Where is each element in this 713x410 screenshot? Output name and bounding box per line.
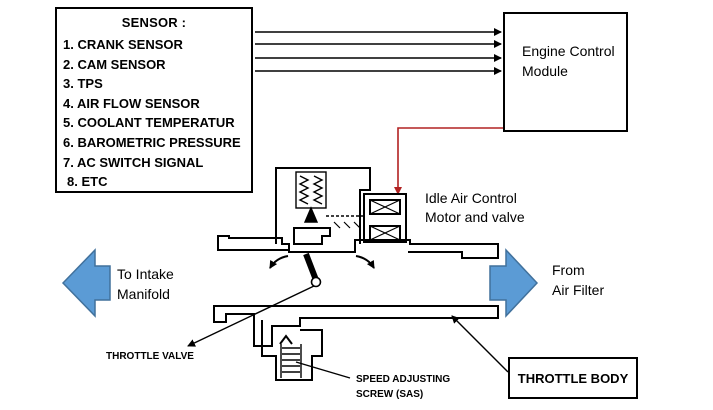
from-air-filter-arrow — [489, 248, 539, 318]
iac-springs — [295, 171, 364, 229]
sas-leader — [295, 361, 351, 379]
leader-lines — [187, 285, 509, 379]
intake-label-line-1: To Intake — [117, 266, 174, 282]
throttle-body-lower — [213, 305, 499, 381]
sensor-item-etc: 8. ETC — [67, 174, 108, 190]
throttle-body-housing — [217, 167, 499, 259]
iac-coil-cross — [369, 199, 401, 241]
air-filter-label-line-2: Air Filter — [552, 282, 605, 298]
sensor-item-barometric: 6. BAROMETRIC PRESSURE — [63, 134, 241, 150]
spring-chamber — [295, 171, 327, 209]
sas-tip — [279, 334, 293, 345]
throttle-valve-leader — [187, 285, 315, 347]
body-lower-edge — [288, 250, 356, 253]
sensor-panel: SENSOR : 1. CRANK SENSOR 2. CAM SENSOR 3… — [55, 7, 253, 193]
sensor-item-crank: 1. CRANK SENSOR — [63, 37, 183, 52]
sensor-signal-lines — [255, 28, 502, 75]
throttle-valve-label: THROTTLE VALVE — [106, 351, 194, 362]
throttle-body-leader — [451, 315, 509, 373]
throttle-pivot — [310, 276, 322, 288]
left-flange — [217, 235, 290, 251]
bypass-flow-arrows — [269, 255, 375, 269]
air-filter-label-line-1: From — [552, 262, 585, 278]
sensor-item-ac-switch: 7. AC SWITCH SIGNAL — [63, 154, 204, 170]
iac-coil-top — [369, 199, 401, 215]
throttle-valve-shaft — [303, 252, 322, 288]
valve-seat — [293, 227, 331, 245]
sensor-list: 1. CRANK SENSOR 2. CAM SENSOR 3. TPS 4. … — [63, 35, 241, 192]
sas-threads — [282, 347, 300, 373]
shaft-hatch — [333, 221, 361, 229]
sensor-item-tps: 3. TPS — [63, 76, 103, 92]
to-manifold-arrow — [61, 248, 111, 318]
throttle-body-box: THROTTLE BODY — [508, 357, 638, 399]
iac-motor-box — [363, 193, 407, 243]
sas-label-line-1: SPEED ADJUSTING — [356, 374, 451, 385]
sas-label-line-2: SCREW (SAS) — [356, 389, 424, 400]
sas-housing — [261, 320, 323, 381]
bypass-arrow-left — [269, 255, 289, 269]
ecm-box: Engine Control Module — [503, 12, 628, 132]
lower-channel — [213, 305, 499, 347]
spring-right — [312, 175, 324, 205]
intake-label-line-2: Manifold — [117, 286, 170, 302]
ecm-label: Engine Control Module — [522, 43, 615, 79]
pintle-tip — [303, 206, 319, 223]
spring-left — [298, 175, 310, 205]
throttle-plate — [303, 252, 319, 282]
sensor-panel-title: SENSOR : — [121, 15, 187, 30]
bypass-arrow-right — [355, 255, 375, 269]
ecm-control-wire — [394, 127, 503, 195]
iac-coil-bottom — [369, 225, 401, 241]
sensor-item-cam: 2. CAM SENSOR — [63, 56, 166, 72]
sensor-item-coolant: 5. COOLANT TEMPERATUR — [63, 115, 235, 131]
sensor-item-air-flow: 4. AIR FLOW SENSOR — [63, 95, 200, 111]
iac-label-line-1: Idle Air Control — [425, 190, 517, 206]
iac-label-line-2: Motor and valve — [425, 209, 525, 225]
iac-housing — [275, 167, 371, 244]
throttle-body-label: THROTTLE BODY — [517, 370, 629, 386]
